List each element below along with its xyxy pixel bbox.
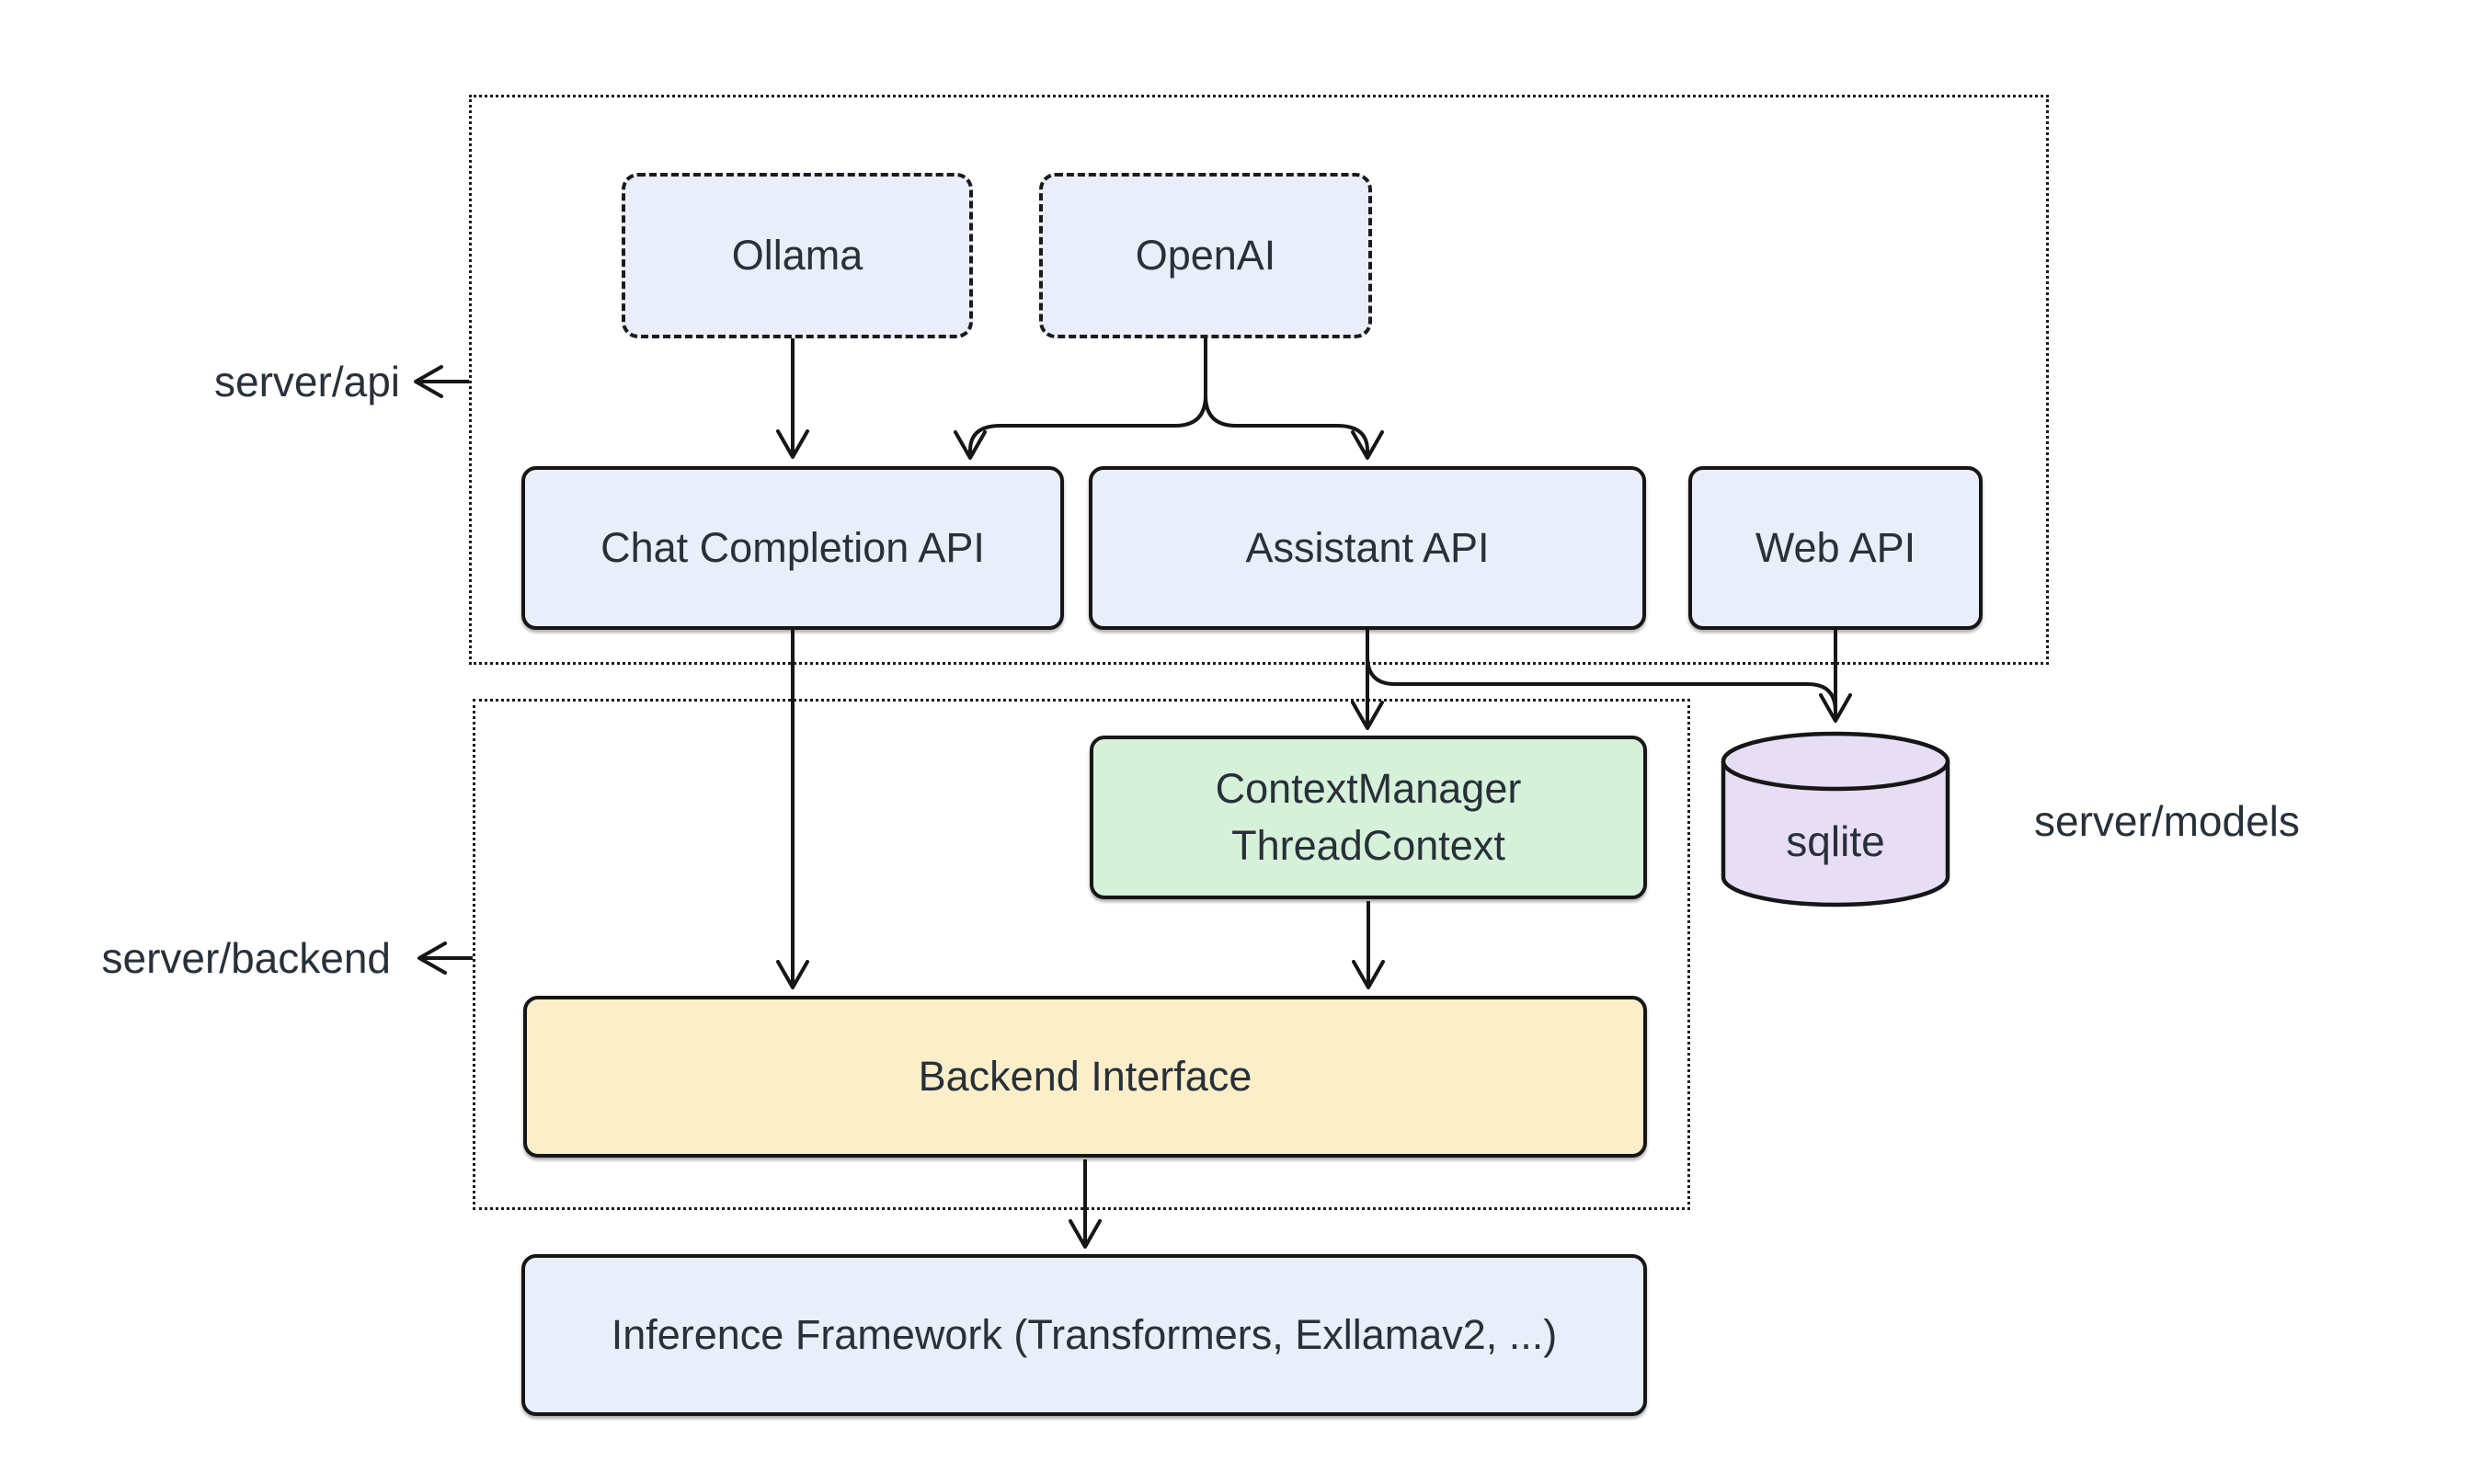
node-inference-framework: Inference Framework (Transformers, Exlla… (521, 1254, 1647, 1416)
group-label-server-backend: server/backend (101, 934, 392, 982)
node-web-api: Web API (1688, 466, 1983, 630)
context-manager-line2: ThreadContext (1231, 822, 1505, 869)
node-label: Web API (1755, 524, 1916, 571)
edge-openai-to-assistant (1204, 338, 1384, 460)
edge-openai-to-chat-completion (954, 338, 1207, 460)
node-label: Backend Interface (918, 1053, 1252, 1100)
context-manager-line1: ContextManager (1215, 765, 1522, 812)
group-server-api (469, 95, 2049, 665)
node-backend-interface: Backend Interface (523, 996, 1647, 1158)
node-label: Assistant API (1245, 524, 1490, 571)
node-assistant-api: Assistant API (1089, 466, 1646, 630)
group-server-backend (473, 699, 1690, 1210)
node-openai: OpenAI (1039, 173, 1372, 338)
node-context-manager: ContextManager ThreadContext (1090, 736, 1647, 899)
node-ollama: Ollama (622, 173, 973, 338)
node-label: Ollama (731, 232, 863, 279)
edge-assistant-to-sqlite (1366, 656, 1837, 713)
group-label-server-models: server/models (2034, 797, 2300, 845)
node-label: sqlite (1786, 817, 1885, 865)
group-label-server-api: server/api (214, 358, 400, 405)
node-chat-completion-api: Chat Completion API (521, 466, 1064, 630)
database-cylinder-icon (1721, 731, 1950, 908)
node-label: Inference Framework (Transformers, Exlla… (611, 1311, 1558, 1358)
node-label: ContextManager ThreadContext (1216, 760, 1522, 874)
node-sqlite-database: sqlite (1718, 728, 1953, 910)
node-label: Chat Completion API (600, 524, 985, 571)
node-label: OpenAI (1135, 232, 1276, 279)
